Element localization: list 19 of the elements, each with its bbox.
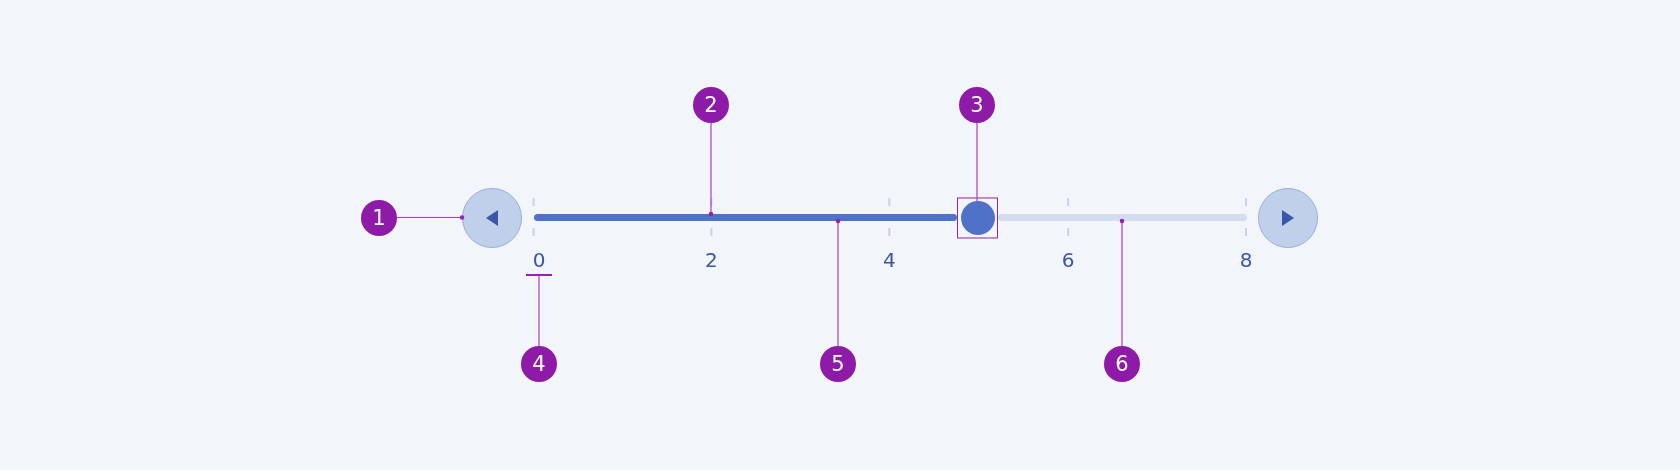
leader-line (396, 215, 465, 220)
leader-line (538, 275, 540, 347)
callout-number: 6 (1104, 346, 1140, 382)
tick-label: 2 (704, 248, 719, 272)
callout-number: 5 (820, 346, 856, 382)
leader-line (835, 218, 841, 347)
callout-number: 4 (521, 346, 557, 382)
slider-track-filled (534, 214, 957, 221)
tick-label: 0 (526, 248, 552, 276)
leader-line (708, 122, 714, 217)
callout-number: 1 (361, 199, 397, 236)
leader-line (976, 122, 978, 202)
tick-label: 4 (881, 248, 897, 272)
tick-label: 6 (1060, 248, 1076, 272)
leader-line (1119, 218, 1125, 347)
slider-track (998, 214, 1247, 221)
callout-number: 2 (693, 87, 729, 123)
callout-number: 3 (959, 87, 995, 123)
tick-label: 8 (1238, 248, 1254, 272)
